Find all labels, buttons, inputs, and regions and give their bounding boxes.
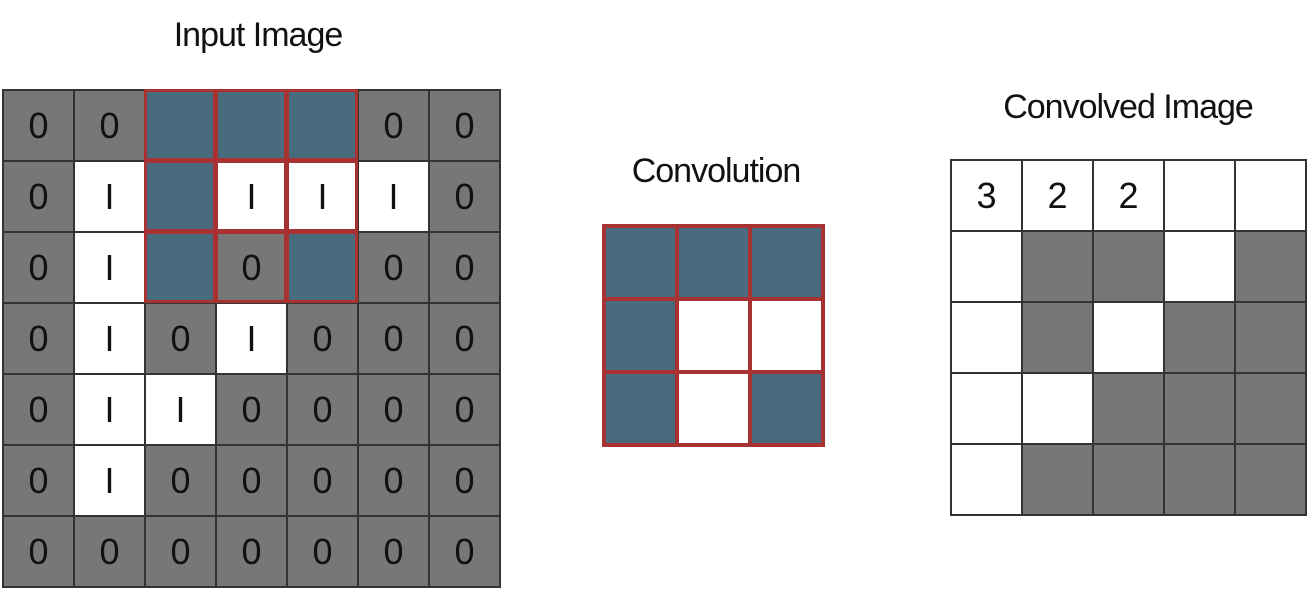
convolution-kernel-grid: [602, 224, 825, 447]
convolved-image-cell: [1093, 231, 1164, 302]
convolved-image-cell: [951, 373, 1022, 444]
kernel-cell: [750, 372, 823, 445]
input-image-cell: I: [216, 303, 287, 374]
convolved-image-cell: [951, 302, 1022, 373]
kernel-cell: [677, 372, 750, 445]
input-image-cell: I: [74, 303, 145, 374]
input-image-cell: 0: [3, 445, 74, 516]
kernel-cell: [604, 299, 677, 372]
input-image-cell: [145, 161, 216, 232]
convolved-image-cell: [1164, 231, 1235, 302]
input-image-cell: 0: [429, 516, 500, 587]
convolved-image-cell: [1022, 373, 1093, 444]
input-image-cell: [216, 90, 287, 161]
convolved-image-cell: [1235, 444, 1306, 515]
input-image-cell: 0: [358, 303, 429, 374]
input-image-cell: 0: [429, 445, 500, 516]
input-image-cell: I: [358, 161, 429, 232]
kernel-cell: [677, 299, 750, 372]
kernel-cell: [677, 226, 750, 299]
input-image-cell: 0: [287, 445, 358, 516]
convolved-image-cell: 2: [1022, 160, 1093, 231]
input-image-cell: 0: [358, 90, 429, 161]
input-image-cell: I: [74, 445, 145, 516]
input-image-cell: 0: [216, 232, 287, 303]
convolved-image-cell: [1022, 302, 1093, 373]
convolved-image-cell: [1093, 373, 1164, 444]
input-image-cell: 0: [287, 516, 358, 587]
convolved-image-cell: [1235, 231, 1306, 302]
input-image-cell: 0: [216, 445, 287, 516]
input-image-cell: 0: [429, 90, 500, 161]
input-image-cell: I: [216, 161, 287, 232]
kernel-cell: [750, 299, 823, 372]
input-image-cell: [287, 90, 358, 161]
input-image-cell: 0: [216, 374, 287, 445]
convolved-image-cell: [1164, 373, 1235, 444]
convolved-image-title: Convolved Image: [1003, 88, 1254, 126]
input-image-cell: 0: [3, 90, 74, 161]
input-image-cell: [287, 232, 358, 303]
input-image-cell: 0: [216, 516, 287, 587]
input-image-cell: 0: [145, 445, 216, 516]
input-image-cell: 0: [287, 303, 358, 374]
input-image-cell: 0: [358, 516, 429, 587]
input-image-cell: 0: [358, 232, 429, 303]
input-image-title: Input Image: [173, 16, 344, 54]
input-image-cell: 0: [145, 303, 216, 374]
kernel-cell: [604, 372, 677, 445]
input-image-cell: I: [74, 374, 145, 445]
convolved-image-cell: [1164, 160, 1235, 231]
input-image-cell: 0: [3, 161, 74, 232]
input-image-cell: 0: [3, 374, 74, 445]
convolved-image-cell: [1022, 231, 1093, 302]
input-image-cell: 0: [358, 445, 429, 516]
convolved-image-cell: [1164, 444, 1235, 515]
convolved-image-cell: 3: [951, 160, 1022, 231]
kernel-cell: [750, 226, 823, 299]
input-image-cell: 0: [3, 232, 74, 303]
convolved-image-cell: [951, 231, 1022, 302]
convolved-image-cell: 2: [1093, 160, 1164, 231]
input-image-cell: 0: [429, 161, 500, 232]
input-image-cell: 0: [429, 232, 500, 303]
input-image-cell: 0: [429, 303, 500, 374]
kernel-cell: [604, 226, 677, 299]
convolved-image-cell: [1235, 302, 1306, 373]
input-image-cell: [145, 232, 216, 303]
convolved-image-cell: [951, 444, 1022, 515]
input-image-cell: 0: [74, 90, 145, 161]
input-image-cell: 0: [287, 374, 358, 445]
input-image-cell: I: [74, 232, 145, 303]
input-image-cell: 0: [429, 374, 500, 445]
input-image-cell: 0: [3, 303, 74, 374]
input-image-cell: I: [74, 161, 145, 232]
convolved-image-cell: [1235, 373, 1306, 444]
input-image-cell: 0: [74, 516, 145, 587]
convolved-image-cell: [1164, 302, 1235, 373]
input-image-cell: 0: [358, 374, 429, 445]
input-image-cell: 0: [3, 516, 74, 587]
convolution-title: Convolution: [631, 152, 802, 190]
convolved-image-cell: [1022, 444, 1093, 515]
convolved-image-cell: [1093, 302, 1164, 373]
input-image-cell: I: [145, 374, 216, 445]
input-image-cell: [145, 90, 216, 161]
convolved-image-cell: [1093, 444, 1164, 515]
convolved-image-cell: [1235, 160, 1306, 231]
input-image-cell: I: [287, 161, 358, 232]
input-image-cell: 0: [145, 516, 216, 587]
